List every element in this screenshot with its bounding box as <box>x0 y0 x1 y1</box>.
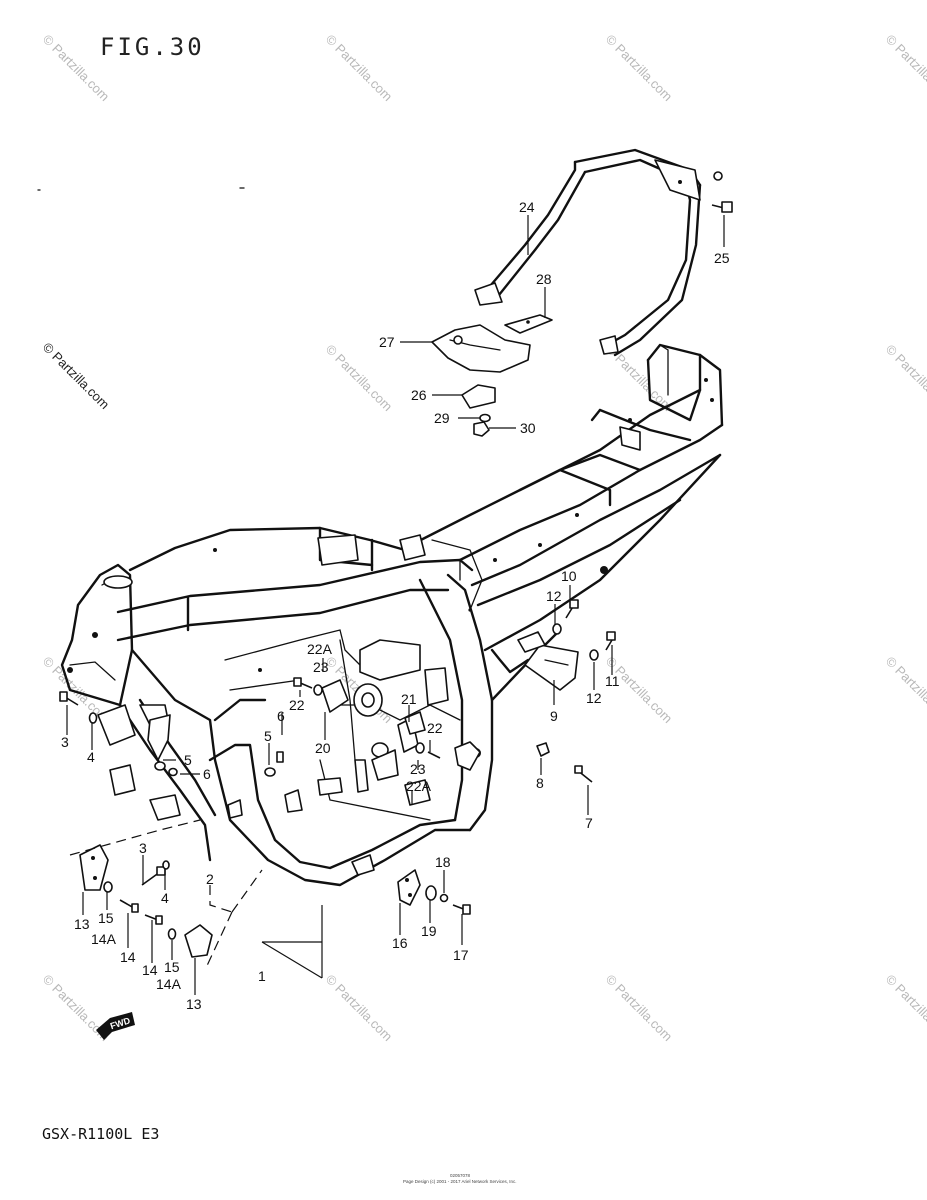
watermark: © Partzilla.com <box>883 32 927 105</box>
callout-4: 4 <box>161 890 169 906</box>
watermark: © Partzilla.com <box>883 342 927 415</box>
callout-30: 30 <box>520 420 536 436</box>
callout-13: 13 <box>74 916 90 932</box>
callout-16: 16 <box>392 935 408 951</box>
callout-22: 22 <box>427 720 443 736</box>
callout-4: 4 <box>87 749 95 765</box>
watermark: © Partzilla.com <box>323 342 396 415</box>
callout-23: 23 <box>410 761 426 777</box>
watermark: © Partzilla.com <box>603 654 676 727</box>
small-parts <box>431 201 733 437</box>
copyright-code: 02057078 <box>450 1173 471 1178</box>
callout-12: 12 <box>546 588 562 604</box>
watermark: © Partzilla.com <box>603 972 676 1045</box>
callout-labels: 1 2 3 3 4 4 5 5 6 6 7 8 9 10 11 12 12 13… <box>61 199 730 1012</box>
callout-10: 10 <box>561 568 577 584</box>
callout-14: 14 <box>142 962 158 978</box>
watermark: © Partzilla.com <box>883 654 927 727</box>
callout-24: 24 <box>519 199 535 215</box>
callout-9: 9 <box>550 708 558 724</box>
watermark: © Partzilla.com <box>883 972 927 1045</box>
callout-5: 5 <box>184 752 192 768</box>
callout-23: 23 <box>313 659 329 675</box>
callout-5: 5 <box>264 728 272 744</box>
callout-15: 15 <box>164 959 180 975</box>
callout-18: 18 <box>435 854 451 870</box>
watermark: © Partzilla.com <box>603 32 676 105</box>
callout-22: 22 <box>289 697 305 713</box>
rear-grab-rail <box>474 148 723 357</box>
copyright-line: Page Design (c) 2001 - 2017 Ariel Networ… <box>403 1179 517 1184</box>
callout-14A: 14A <box>91 931 117 947</box>
callout-21: 21 <box>401 691 417 707</box>
main-frame <box>60 343 724 887</box>
callout-11: 11 <box>605 673 620 689</box>
callout-22A: 22A <box>307 641 333 657</box>
leader-lines <box>66 215 725 995</box>
callout-2: 2 <box>206 871 214 887</box>
callout-14A: 14A <box>156 976 182 992</box>
callout-6: 6 <box>277 708 285 724</box>
callout-29: 29 <box>434 410 450 426</box>
callout-27: 27 <box>379 334 395 350</box>
model-label: GSX-R1100L E3 <box>42 1125 159 1143</box>
callout-8: 8 <box>536 775 544 791</box>
callout-3: 3 <box>61 734 69 750</box>
callout-13: 13 <box>186 996 202 1012</box>
watermarks: © Partzilla.com © Partzilla.com © Partzi… <box>40 32 927 1045</box>
callout-15: 15 <box>98 910 114 926</box>
callout-14: 14 <box>120 949 136 965</box>
callout-17: 17 <box>453 947 469 963</box>
watermark: © Partzilla.com <box>323 32 396 105</box>
callout-19: 19 <box>421 923 437 939</box>
callout-12: 12 <box>586 690 602 706</box>
watermark: © Partzilla.com <box>323 972 396 1045</box>
loose-parts <box>37 187 616 958</box>
callout-6: 6 <box>203 766 211 782</box>
callout-20: 20 <box>315 740 331 756</box>
watermark: © Partzilla.com <box>40 340 113 413</box>
callout-25: 25 <box>714 250 730 266</box>
callout-28: 28 <box>536 271 552 287</box>
figure-title: FIG.30 <box>100 33 205 61</box>
callout-1: 1 <box>258 968 266 984</box>
callout-7: 7 <box>585 815 593 831</box>
callout-22A: 22A <box>406 778 432 794</box>
callout-26: 26 <box>411 387 427 403</box>
callout-3: 3 <box>139 840 147 856</box>
forward-arrow-icon: FWD <box>96 1012 135 1040</box>
